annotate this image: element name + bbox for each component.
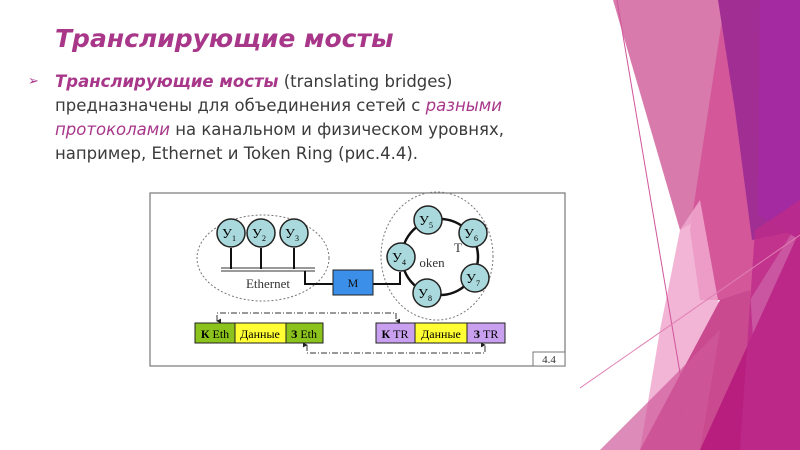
figure-number: 4.4: [542, 354, 556, 366]
node-У2: [246, 218, 276, 248]
node-У7: [460, 263, 490, 293]
frame-trailer-z: З: [291, 327, 297, 341]
translation-arrow-bottom: [302, 342, 486, 354]
svg-text:К TR: К TR: [381, 327, 408, 341]
text: на канальном и физическом уровнях, напри…: [55, 120, 504, 163]
frame-data: Данные: [421, 327, 461, 341]
frame-header-k: К: [201, 327, 210, 341]
ethernet-segment: [196, 214, 330, 302]
node-label: У8: [418, 287, 432, 303]
ethernet-frame: К Eth Данные З Eth: [194, 322, 324, 344]
node-label: У6: [464, 227, 478, 243]
slide-title: Транслирующие мосты: [55, 24, 394, 53]
arrow-bullet-icon: ➢: [28, 74, 39, 89]
token-ring-frame: К TR Данные З TR: [375, 322, 506, 344]
node-label: У2: [252, 227, 266, 243]
frame-header-k: К: [381, 327, 390, 341]
frame-header-text: TR: [390, 327, 408, 341]
node-label: У4: [392, 251, 406, 267]
frame-header-text: Eth: [210, 327, 230, 341]
emphasis: разными протоколами: [55, 96, 502, 139]
svg-text:З TR: З TR: [474, 327, 499, 341]
token-oken-label: oken: [419, 255, 445, 270]
token-t-label: T: [454, 240, 462, 255]
frame-trailer-text: Eth: [297, 327, 317, 341]
bridge-label: M: [348, 276, 359, 290]
text: (translating bridges) предназначены для …: [55, 72, 453, 115]
translation-arrow-top: [216, 312, 401, 324]
node-У1: [216, 218, 246, 248]
node-У5: [413, 205, 443, 235]
node-У3: [279, 218, 309, 248]
bullet-paragraph: ➢ Транслирующие мосты (translating bridg…: [28, 70, 588, 166]
frame-trailer-text: TR: [480, 327, 498, 341]
node-У6: [458, 218, 488, 248]
token-ring-segment: [380, 191, 494, 321]
svg-text:К Eth: К Eth: [201, 327, 229, 341]
node-label: У7: [466, 272, 480, 288]
node-У8: [412, 278, 442, 308]
svg-text:З Eth: З Eth: [291, 327, 317, 341]
term: Транслирующие мосты: [55, 72, 279, 91]
node-label: У1: [222, 227, 236, 243]
frame-data: Данные: [240, 327, 280, 341]
node-label: У3: [285, 227, 299, 243]
bridge-box: [332, 269, 374, 296]
ethernet-label: Ethernet: [246, 276, 290, 291]
node-label: У5: [419, 214, 433, 230]
node-У4: [386, 242, 416, 272]
frame-trailer-z: З: [474, 327, 480, 341]
